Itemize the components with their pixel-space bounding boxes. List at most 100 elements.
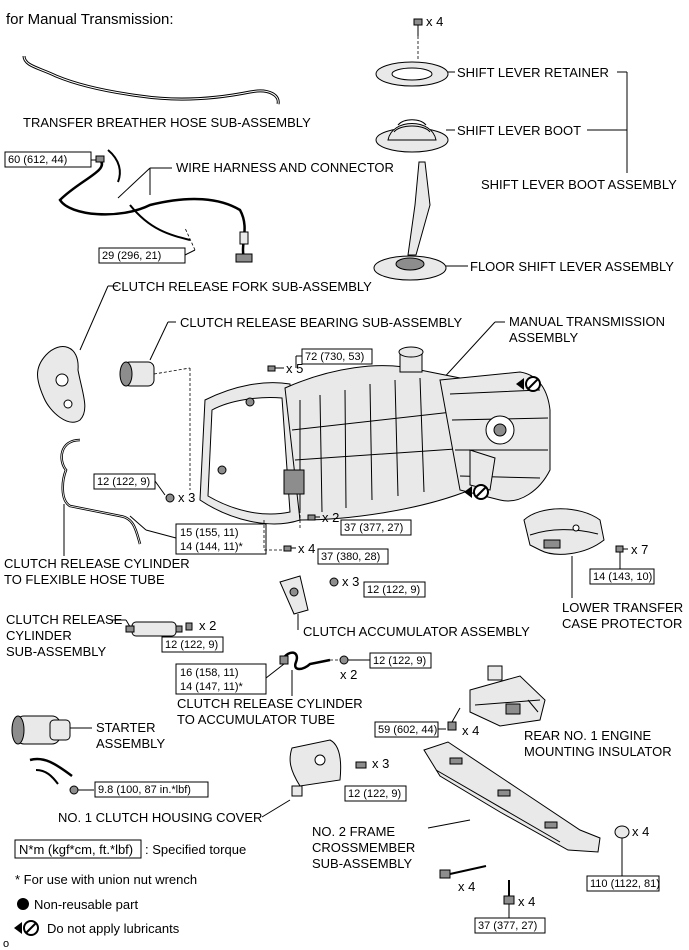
torque-14c: 14 (147, 11)*	[180, 681, 244, 693]
torque-box-16-14	[175, 663, 267, 695]
torque-37b: 37 (380, 28)	[321, 551, 380, 563]
torque-98: 9.8 (100, 87 in.*lbf)	[98, 784, 191, 796]
count-x5: x 5	[286, 361, 303, 376]
label-crc-flex-1: CLUTCH RELEASE CYLINDER	[4, 556, 190, 571]
torque-59: 59 (602, 44)	[378, 724, 437, 736]
torque-15: 15 (155, 11)	[180, 527, 239, 539]
clutch-release-fork-part	[37, 346, 86, 423]
torque-box-12c	[161, 636, 224, 653]
count-x3c: x 3	[372, 756, 389, 771]
label-starter-2: ASSEMBLY	[96, 736, 165, 751]
wire-harness-part	[58, 149, 253, 263]
label-housing-cover: NO. 1 CLUTCH HOUSING COVER	[58, 810, 262, 825]
label-crc-acc-1: CLUTCH RELEASE CYLINDER	[177, 696, 363, 711]
bolt-icon	[503, 880, 515, 905]
label-rear-insulator-2: MOUNTING INSULATOR	[524, 744, 672, 759]
clutch-flexible-hose-tube-part	[60, 438, 142, 545]
bolt-icon	[615, 545, 628, 553]
bolt-icon	[165, 493, 175, 503]
label-frame-cross-3: SUB-ASSEMBLY	[312, 856, 413, 871]
torque-110: 110 (1122, 81)	[590, 878, 660, 890]
floor-shift-lever-part	[373, 161, 447, 281]
label-clutch-accumulator: CLUTCH ACCUMULATOR ASSEMBLY	[303, 624, 530, 639]
leader	[117, 167, 151, 199]
bolt-icon	[447, 707, 461, 731]
bolt-icon	[307, 514, 320, 521]
manual-transmission-part	[199, 346, 551, 525]
torque-12e: 12 (122, 9)	[348, 788, 401, 800]
label-clutch-release-fork: CLUTCH RELEASE FORK SUB-ASSEMBLY	[112, 279, 372, 294]
clutch-accumulator-part	[279, 575, 309, 615]
legend-torque-units: N*m (kgf*cm, ft.*lbf)	[19, 842, 133, 857]
legend-torque-box	[14, 839, 142, 859]
label-crc-sub-1: CLUTCH RELEASE	[6, 612, 123, 627]
torque-12c: 12 (122, 9)	[165, 639, 218, 651]
torque-12a: 12 (122, 9)	[97, 476, 150, 488]
clutch-housing-cover-part	[289, 739, 342, 797]
label-manual-transmission-1: MANUAL TRANSMISSION	[509, 314, 665, 329]
bolt-icon	[329, 577, 339, 587]
torque-box-12b	[363, 581, 426, 598]
torque-14b: 14 (143, 10)	[593, 571, 652, 583]
torque-box-12e	[344, 785, 407, 802]
torque-16: 16 (158, 11)	[180, 667, 239, 679]
label-starter-1: STARTER	[96, 720, 155, 735]
no-lubricant-icon	[464, 484, 489, 500]
label-shift-lever-boot-assembly: SHIFT LEVER BOOT ASSEMBLY	[481, 177, 677, 192]
count-x3b: x 3	[342, 574, 359, 589]
torque-12d: 12 (122, 9)	[373, 655, 426, 667]
torque-12b: 12 (122, 9)	[367, 584, 420, 596]
label-lower-transfer-2: CASE PROTECTOR	[562, 616, 682, 631]
count-x4e: x 4	[518, 894, 535, 909]
bolt-icon	[439, 865, 487, 879]
rear-engine-mounting-insulator-part	[469, 665, 546, 727]
torque-60: 60 (612, 44)	[8, 154, 67, 166]
label-frame-cross-2: CROSSMEMBER	[312, 840, 415, 855]
bolt-icon	[185, 622, 193, 631]
count-retainer: x 4	[426, 14, 443, 29]
torque-box-37c	[474, 917, 546, 934]
count-x4a: x 4	[298, 541, 315, 556]
torque-box-29	[98, 247, 186, 264]
diagram-header: for Manual Transmission:	[6, 11, 174, 28]
count-x2a: x 2	[322, 510, 339, 525]
label-crc-acc-2: TO ACCUMULATOR TUBE	[177, 712, 335, 727]
bolt-icon	[339, 655, 349, 665]
torque-72: 72 (730, 53)	[305, 351, 364, 363]
legend-union-note: * For use with union nut wrench	[15, 872, 197, 887]
label-crc-sub-2: CYLINDER	[6, 628, 72, 643]
torque-box-15-14	[175, 523, 267, 555]
count-x2b: x 2	[199, 618, 216, 633]
bolt-icon	[283, 545, 296, 552]
torque-box-98	[94, 781, 209, 798]
torque-37a: 37 (377, 27)	[344, 522, 403, 534]
starter-assembly-part	[11, 715, 73, 785]
bolt-icon	[614, 825, 630, 839]
torque-14a: 14 (144, 11)*	[180, 541, 244, 553]
count-x4c: x 4	[632, 824, 649, 839]
torque-box-37b	[317, 548, 389, 565]
label-frame-cross-1: NO. 2 FRAME	[312, 824, 395, 839]
no-lubricant-icon	[14, 920, 39, 936]
label-wire-harness: WIRE HARNESS AND CONNECTOR	[176, 160, 394, 175]
torque-box-12d	[369, 652, 432, 669]
label-crc-sub-3: SUB-ASSEMBLY	[6, 644, 107, 659]
bolt-icon	[69, 785, 79, 795]
clutch-release-cylinder-part	[125, 621, 183, 637]
shift-lever-retainer-part	[375, 61, 449, 87]
accumulator-tube-part	[279, 651, 331, 671]
bolt-icon	[267, 365, 284, 372]
count-x4b: x 4	[462, 723, 479, 738]
lower-transfer-case-protector-part	[523, 508, 605, 555]
count-x2c: x 2	[340, 667, 357, 682]
label-transfer-breather-hose: TRANSFER BREATHER HOSE SUB-ASSEMBLY	[23, 115, 311, 130]
leader	[79, 285, 109, 351]
torque-box-14b	[589, 568, 655, 585]
bolt-icon	[355, 761, 367, 769]
label-shift-lever-boot: SHIFT LEVER BOOT	[457, 123, 581, 138]
non-reusable-dot-icon	[17, 898, 29, 910]
shift-lever-retainer-bolt-icon	[413, 18, 423, 36]
label-rear-insulator-1: REAR NO. 1 ENGINE	[524, 728, 651, 743]
legend-non-reusable: Non-reusable part	[34, 897, 138, 912]
